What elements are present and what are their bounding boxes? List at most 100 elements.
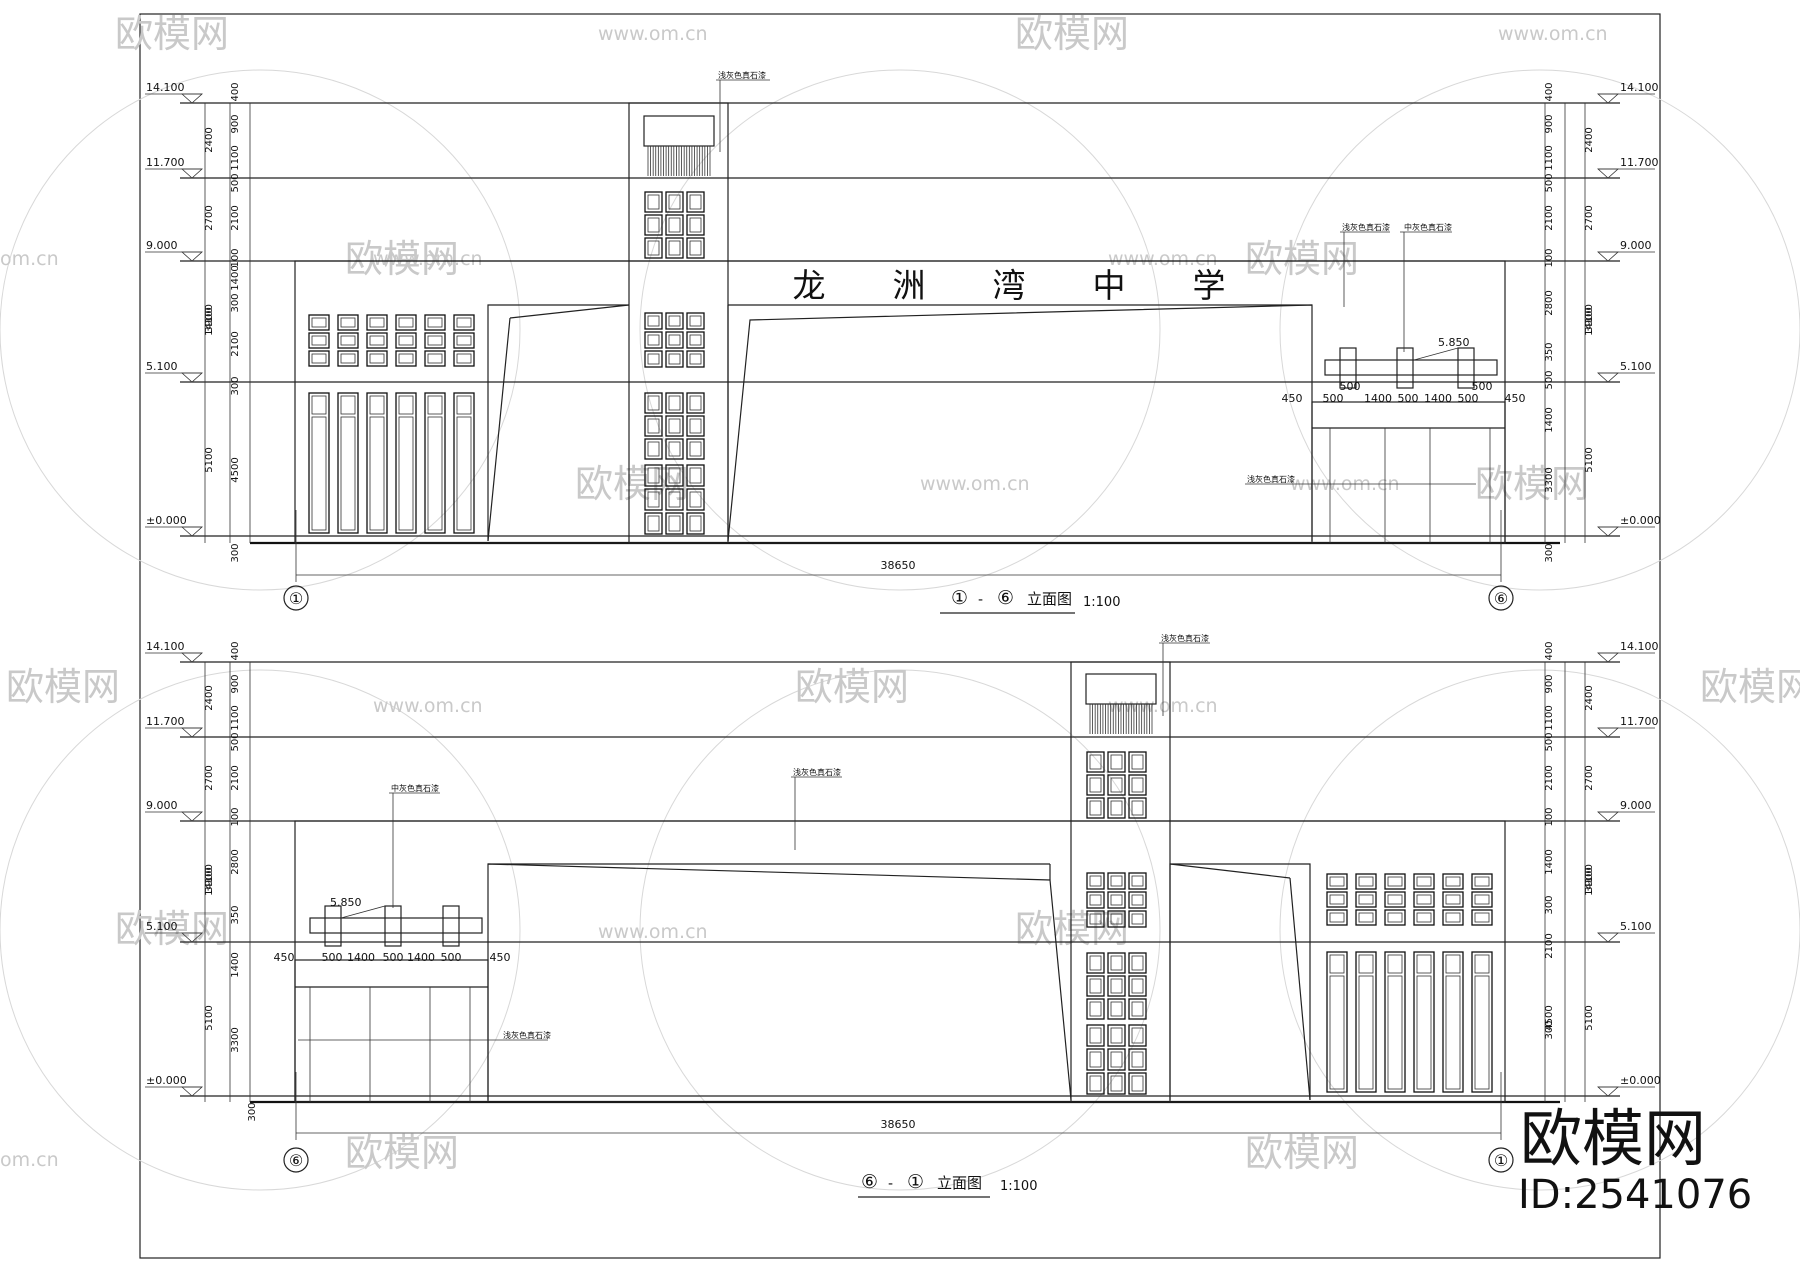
window-pane — [395, 332, 417, 349]
axis-label-left: ① — [289, 589, 303, 608]
window-pane-inner — [340, 353, 356, 364]
window-pane-inner — [1089, 777, 1102, 793]
dimension-inner: 4500 — [1544, 1005, 1555, 1030]
tall-window — [337, 392, 359, 534]
window-pane — [1107, 952, 1126, 974]
window-pane-inner — [1329, 876, 1345, 887]
school-name-char-1: 龙 — [793, 266, 826, 305]
window-pane — [1128, 872, 1147, 890]
elevation-title-num-b: ⑥ — [997, 587, 1014, 609]
watermark-arcs — [0, 69, 1800, 1191]
dimension-inner: 1100 — [1544, 145, 1555, 170]
dimension-inner: 500 — [1544, 732, 1555, 751]
window-pane-inner — [1110, 875, 1123, 887]
tall-window-transom — [1358, 954, 1374, 974]
window-pane — [644, 415, 663, 437]
dimension-inner: 1400 — [1544, 407, 1555, 432]
level-marker-left — [180, 1086, 204, 1097]
window-pane-inner — [1089, 913, 1102, 925]
school-name-char-2: 洲 — [893, 266, 926, 305]
window-pane-inner — [1131, 754, 1144, 770]
window-pane-inner — [1089, 800, 1102, 816]
window-pane-inner — [689, 491, 702, 508]
watermark-site: www.om.cn — [920, 473, 1030, 495]
window-pane — [1128, 1048, 1147, 1071]
window-pane-inner — [311, 317, 327, 328]
tall-window-transom — [1474, 954, 1490, 974]
tall-window — [395, 392, 417, 534]
tall-window-panel — [1358, 975, 1374, 1090]
window-pane-inner — [427, 317, 443, 328]
window-pane — [308, 314, 330, 331]
total-width-dim: 38650 — [881, 559, 916, 572]
window-pane-inner — [340, 335, 356, 346]
window-pane — [1413, 891, 1435, 908]
left-dimension-chain: 4009001100500210010028003501400330024002… — [204, 641, 258, 1121]
window-pane-inner — [647, 515, 660, 532]
dimension-mid: 2400 — [1584, 685, 1595, 710]
callout-light-gray-stone-3: 浅灰色真石漆 — [1247, 474, 1295, 484]
watermark-site: www.om.cn — [598, 921, 708, 943]
dimension-mid: 2400 — [204, 685, 215, 710]
window-pane — [366, 332, 388, 349]
watermark-site-short: om.cn — [0, 1149, 59, 1171]
dimension-inner: 1400 — [1544, 849, 1555, 874]
dimension-base: 300 — [230, 543, 241, 562]
window-pane-inner — [1131, 1075, 1144, 1092]
window-pane — [1128, 1072, 1147, 1095]
window-pane-inner — [689, 315, 702, 327]
dimension-mid: 2700 — [1584, 765, 1595, 790]
louver-grille — [647, 146, 711, 176]
dimension-inner: 3300 — [1544, 467, 1555, 492]
tall-window — [424, 392, 446, 534]
callout-light-gray-stone-1: 浅灰色真石漆 — [718, 70, 766, 80]
level-marker-left — [180, 811, 204, 822]
canopy-dim: 500 — [1340, 380, 1361, 393]
dimension-inner: 1100 — [1544, 705, 1555, 730]
callout-light-gray-stone-2: 浅灰色真石漆 — [793, 767, 841, 777]
tall-window-panel — [398, 416, 414, 531]
window-pane — [424, 350, 446, 367]
dimension-inner: 2800 — [230, 849, 241, 874]
axis-circle-right — [1488, 585, 1514, 611]
dimension-mid: 3900 — [1584, 307, 1595, 332]
window-pane-inner — [1089, 1001, 1102, 1017]
canopy-dim: 1400 — [1424, 392, 1452, 405]
window-pane — [665, 191, 684, 213]
dimension-inner: 900 — [1544, 674, 1555, 693]
window-pane — [1128, 774, 1147, 796]
window-pane — [337, 350, 359, 367]
window-pane — [644, 312, 663, 330]
window-pane-inner — [1474, 894, 1490, 905]
window-pane-inner — [1131, 913, 1144, 925]
window-pane — [665, 237, 684, 259]
watermark-texts: 欧模网欧模网欧模网欧模网欧模网欧模网欧模网欧模网欧模网欧模网欧模网欧模网欧模网w… — [0, 12, 1800, 1175]
window-pane-inner — [668, 395, 681, 411]
watermark-brand: 欧模网 — [1245, 1131, 1359, 1175]
window-pane-inner — [1110, 1075, 1123, 1092]
window-pane-inner — [1131, 875, 1144, 887]
window-pane — [665, 438, 684, 460]
level-label-right: 11.700 — [1620, 715, 1659, 728]
window-pane-inner — [1131, 1027, 1144, 1044]
canopy-dim: 500 — [441, 951, 462, 964]
window-pane-inner — [1089, 875, 1102, 887]
window-pane — [1086, 891, 1105, 909]
window-pane — [1107, 797, 1126, 819]
window-pane — [1107, 975, 1126, 997]
callout-mid-gray-stone: 中灰色真石漆 — [1404, 222, 1452, 232]
watermark-brand: 欧模网 — [795, 665, 909, 709]
window-pane — [1128, 975, 1147, 997]
tall-window-transom — [1416, 954, 1432, 974]
window-pane-inner — [1416, 912, 1432, 923]
window-pane-inner — [1110, 894, 1123, 906]
window-pane-inner — [1110, 955, 1123, 971]
window-pane-inner — [668, 515, 681, 532]
dimension-inner: 100 — [1544, 248, 1555, 267]
window-pane-inner — [1474, 876, 1490, 887]
tall-window-panel — [369, 416, 385, 531]
elevation-title-text: 立面图 — [1027, 590, 1072, 608]
window-pane — [686, 488, 705, 511]
window-pane — [366, 314, 388, 331]
